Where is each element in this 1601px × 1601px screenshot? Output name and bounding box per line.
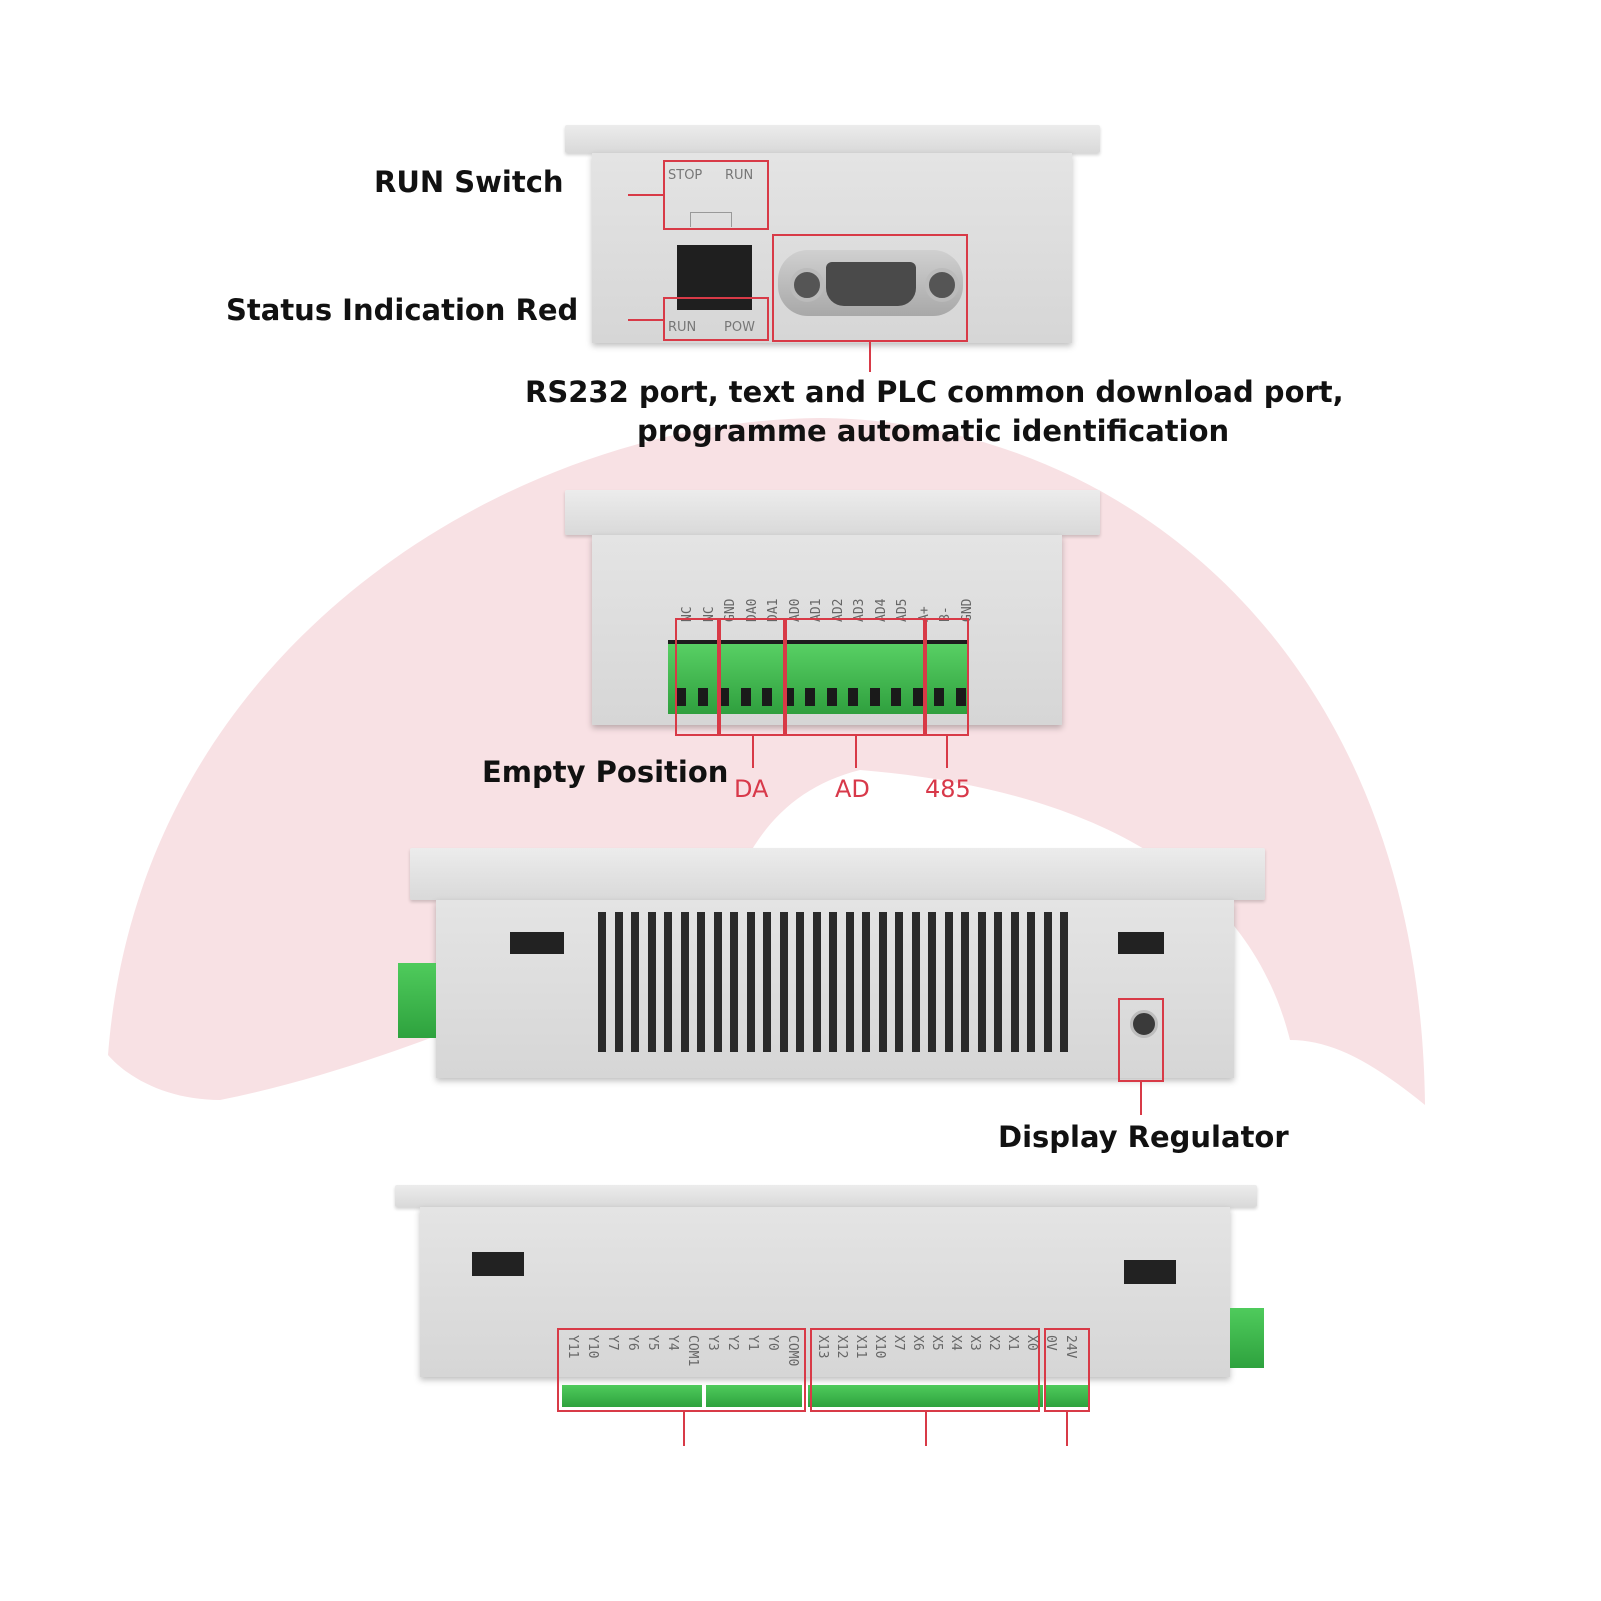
empty-position-highlight xyxy=(675,618,719,736)
da-label: DA xyxy=(734,775,769,803)
vent-slot xyxy=(944,912,953,1052)
mini-port xyxy=(677,245,752,310)
vent-slot xyxy=(1043,912,1052,1052)
db9-screw-left xyxy=(790,268,824,302)
vent-slot xyxy=(746,912,755,1052)
device1-lid xyxy=(565,125,1100,153)
device2-lid xyxy=(565,490,1100,535)
vent-slot xyxy=(680,912,689,1052)
vent-slot xyxy=(994,912,1002,1052)
vent-slot xyxy=(796,912,804,1052)
power-terminals-highlight xyxy=(1044,1328,1090,1412)
output-leader xyxy=(683,1412,685,1446)
rs485-highlight xyxy=(925,618,969,736)
analog-terminal-screw xyxy=(783,688,794,706)
vent-slot xyxy=(862,912,870,1052)
vent-slot xyxy=(779,912,788,1052)
input-terminals-highlight xyxy=(810,1328,1040,1412)
display-regulator-leader xyxy=(1140,1082,1142,1115)
vent-slot xyxy=(845,912,854,1052)
run-switch-label: RUN Switch xyxy=(374,165,564,199)
led-pow-label: POW xyxy=(724,320,755,335)
vent-slot xyxy=(961,912,969,1052)
switch-stop-label: STOP xyxy=(668,168,703,183)
input-leader xyxy=(925,1412,927,1446)
io-terminal-strip-y-left xyxy=(562,1385,702,1407)
io-terminal-strip-power xyxy=(1046,1385,1088,1407)
analog-terminal-screw xyxy=(848,688,858,706)
vent-slot xyxy=(977,912,986,1052)
vent-slot xyxy=(763,912,771,1052)
vent-slot xyxy=(631,912,639,1052)
run-switch-leader xyxy=(628,194,663,196)
rs485-leader xyxy=(946,736,948,768)
rs232-label-line2: programme automatic identification xyxy=(637,414,1230,448)
led-run-label: RUN xyxy=(668,320,697,335)
da-highlight xyxy=(719,618,785,736)
output-terminals-highlight xyxy=(557,1328,806,1412)
vent-slot xyxy=(911,912,920,1052)
rs232-leader xyxy=(869,342,871,372)
vent-slot xyxy=(928,912,936,1052)
vent-slot xyxy=(895,912,903,1052)
display-regulator-knob[interactable] xyxy=(1130,1010,1158,1038)
vent-slot xyxy=(1027,912,1035,1052)
vent-slot xyxy=(647,912,656,1052)
device4-lid xyxy=(395,1185,1257,1207)
mount-slot-left-2 xyxy=(472,1252,524,1276)
analog-terminal-screw xyxy=(912,688,923,706)
switch-run-label: RUN xyxy=(725,168,754,183)
db9-socket xyxy=(826,262,916,306)
device3-lid xyxy=(410,848,1265,900)
rs485-label: 485 xyxy=(925,775,971,803)
empty-position-label: Empty Position xyxy=(482,755,729,789)
vent-slot xyxy=(598,912,606,1052)
analog-terminal-screw xyxy=(869,688,880,706)
io-terminal-strip-y-right xyxy=(706,1385,802,1407)
vent-slot xyxy=(697,912,705,1052)
analog-terminal-screw xyxy=(934,688,944,706)
power-leader xyxy=(1066,1412,1068,1446)
ad-label: AD xyxy=(835,775,870,803)
run-switch-highlight xyxy=(663,160,769,230)
analog-terminal-screw xyxy=(891,688,901,706)
side-terminal-stub-right xyxy=(1230,1308,1264,1368)
status-indication-highlight xyxy=(663,297,769,341)
vent-slot xyxy=(730,912,738,1052)
device4-body xyxy=(420,1207,1230,1377)
vent-slot xyxy=(664,912,672,1052)
mount-slot-right-2 xyxy=(1124,1260,1176,1284)
vent-slot xyxy=(829,912,837,1052)
status-indication-leader xyxy=(628,319,663,321)
ad-highlight xyxy=(785,618,925,736)
display-regulator-highlight xyxy=(1118,998,1164,1082)
analog-terminal-screw xyxy=(740,688,751,706)
rs232-highlight xyxy=(772,234,968,342)
vent-slot xyxy=(713,912,722,1052)
vent-slot xyxy=(1010,912,1019,1052)
status-indication-label: Status Indication Red xyxy=(226,293,579,327)
db9-screw-right xyxy=(925,268,959,302)
ad-leader xyxy=(855,736,857,768)
vent-slot xyxy=(878,912,887,1052)
vent-slot xyxy=(1060,912,1068,1052)
side-terminal-stub xyxy=(398,963,436,1038)
mount-slot-left xyxy=(510,932,564,954)
rs232-label-line1: RS232 port, text and PLC common download… xyxy=(525,375,1344,409)
run-switch-slider[interactable] xyxy=(690,212,732,227)
mount-slot-right xyxy=(1118,932,1164,954)
analog-terminal-screw xyxy=(955,688,966,706)
analog-terminal-screw xyxy=(676,688,686,706)
analog-terminal-screw xyxy=(719,688,729,706)
analog-terminal-screw xyxy=(697,688,708,706)
analog-terminal-screw xyxy=(762,688,772,706)
da-leader xyxy=(752,736,754,768)
display-regulator-label: Display Regulator xyxy=(998,1120,1289,1154)
analog-terminal-screw xyxy=(826,688,837,706)
vent-slot xyxy=(614,912,623,1052)
io-terminal-strip-x xyxy=(808,1385,1043,1407)
analog-terminal-screw xyxy=(805,688,815,706)
vent-slot xyxy=(812,912,821,1052)
